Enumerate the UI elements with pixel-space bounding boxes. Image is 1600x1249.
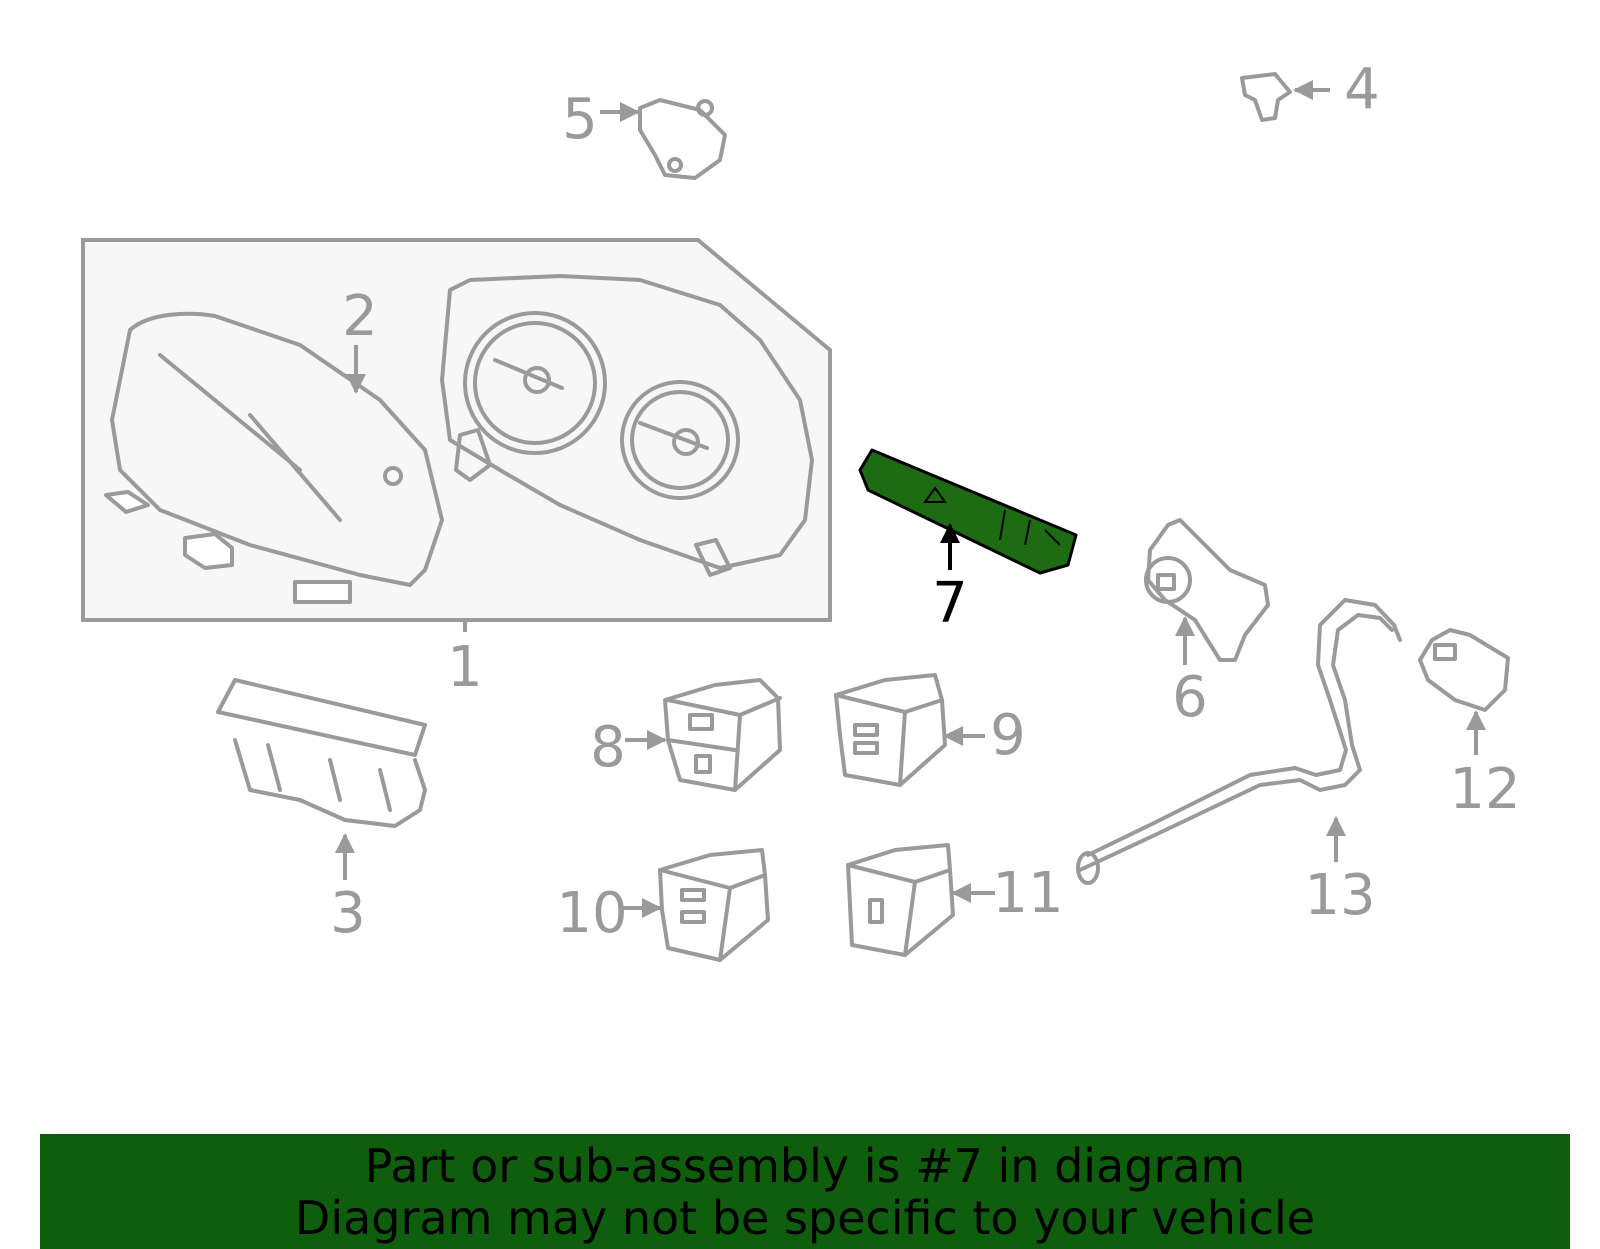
callout-9: 9 xyxy=(990,703,1026,768)
clip-b xyxy=(183,532,234,570)
ignition-switch xyxy=(1144,518,1270,662)
callout-6: 6 xyxy=(1172,665,1208,730)
clip-c xyxy=(293,580,352,604)
switch-part-9 xyxy=(834,673,947,787)
callout-11: 11 xyxy=(992,861,1063,926)
combination-meter xyxy=(440,274,814,577)
switch-panel xyxy=(216,678,427,828)
callout-4: 4 xyxy=(1344,57,1380,122)
callout-5: 5 xyxy=(562,87,598,152)
banner-line-2: Diagram may not be specific to your vehi… xyxy=(294,1190,1316,1245)
banner-line-1: Part or sub-assembly is #7 in diagram xyxy=(364,1138,1246,1193)
sensor-part-5 xyxy=(638,98,727,180)
callout-7: 7 xyxy=(932,571,968,636)
callout-13: 13 xyxy=(1304,863,1375,928)
meter-lens xyxy=(110,311,444,587)
switch-part-8 xyxy=(663,678,782,792)
switch-part-11 xyxy=(846,843,955,957)
callout-8: 8 xyxy=(590,715,626,780)
connector-part-12 xyxy=(1418,628,1510,712)
switch-part-10 xyxy=(658,848,770,962)
callout-2: 2 xyxy=(342,284,378,349)
callout-1: 1 xyxy=(447,635,483,700)
cable-part-13 xyxy=(1076,598,1402,885)
callout-12: 12 xyxy=(1449,757,1520,822)
hazard-switch-part-7 xyxy=(858,448,1078,575)
info-banner: Part or sub-assembly is #7 in diagram Di… xyxy=(40,1134,1570,1249)
callout-10: 10 xyxy=(556,881,627,946)
clip-part-4 xyxy=(1240,72,1292,122)
clip-a xyxy=(104,490,150,514)
callout-3: 3 xyxy=(330,881,366,946)
